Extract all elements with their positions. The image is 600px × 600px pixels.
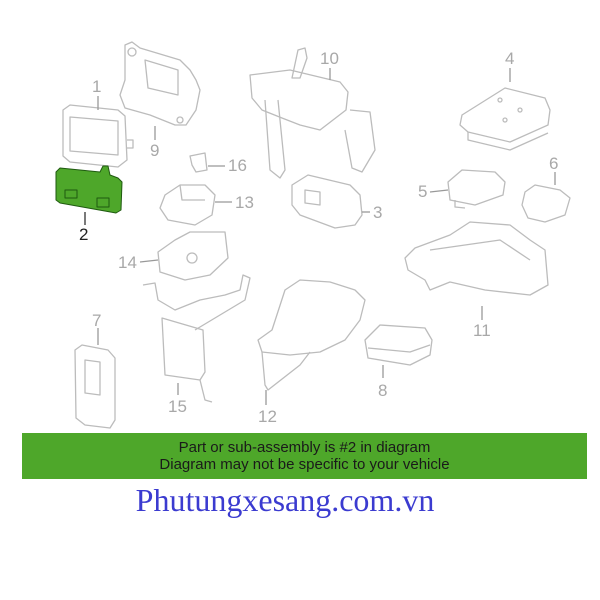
- callout-4: 4: [505, 49, 515, 68]
- callout-5: 5: [418, 182, 428, 201]
- part-3-shape: [291, 174, 363, 229]
- part-14-shape: [157, 231, 229, 281]
- part-4-shape: [459, 87, 551, 151]
- callout-2: 2: [79, 225, 89, 244]
- banner-line-2: Diagram may not be specific to your vehi…: [159, 456, 450, 473]
- part-1-shape: [62, 104, 134, 168]
- part-5-shape: [447, 169, 506, 209]
- part-2-shape: [55, 165, 123, 214]
- part-7-shape: [74, 344, 116, 429]
- callout-15: 15: [168, 397, 187, 416]
- part-8-shape: [364, 324, 433, 366]
- callout-9: 9: [150, 141, 160, 160]
- callout-1: 1: [92, 77, 102, 96]
- callout-10: 10: [320, 49, 339, 68]
- part-13-shape: [159, 184, 216, 226]
- leader-lines: [84, 68, 556, 405]
- callout-12: 12: [258, 407, 277, 426]
- part-12-shape: [257, 279, 366, 391]
- part-16-shape: [189, 152, 208, 173]
- part-15-shape: [142, 274, 251, 403]
- watermark-site: Phutungxesang.com.vn: [135, 482, 435, 518]
- callout-6: 6: [549, 154, 559, 173]
- part-11-shape: [404, 221, 549, 296]
- part-6-shape: [521, 184, 571, 223]
- banner-line-1: Part or sub-assembly is #2 in diagram: [178, 439, 431, 456]
- callout-11: 11: [473, 321, 491, 340]
- parts-diagram: 1 2 3 4 5 6 7 8 9 10 11 12 13 14 15 16: [55, 41, 571, 429]
- callout-7: 7: [92, 311, 102, 330]
- part-info-banner: Part or sub-assembly is #2 in diagram Di…: [22, 433, 587, 479]
- callout-16: 16: [228, 156, 247, 175]
- part-9-shape: [119, 41, 201, 126]
- part-10-shape: [249, 47, 376, 179]
- callout-14: 14: [118, 253, 137, 272]
- callout-8: 8: [378, 381, 388, 400]
- callout-3: 3: [373, 203, 383, 222]
- callout-13: 13: [235, 193, 254, 212]
